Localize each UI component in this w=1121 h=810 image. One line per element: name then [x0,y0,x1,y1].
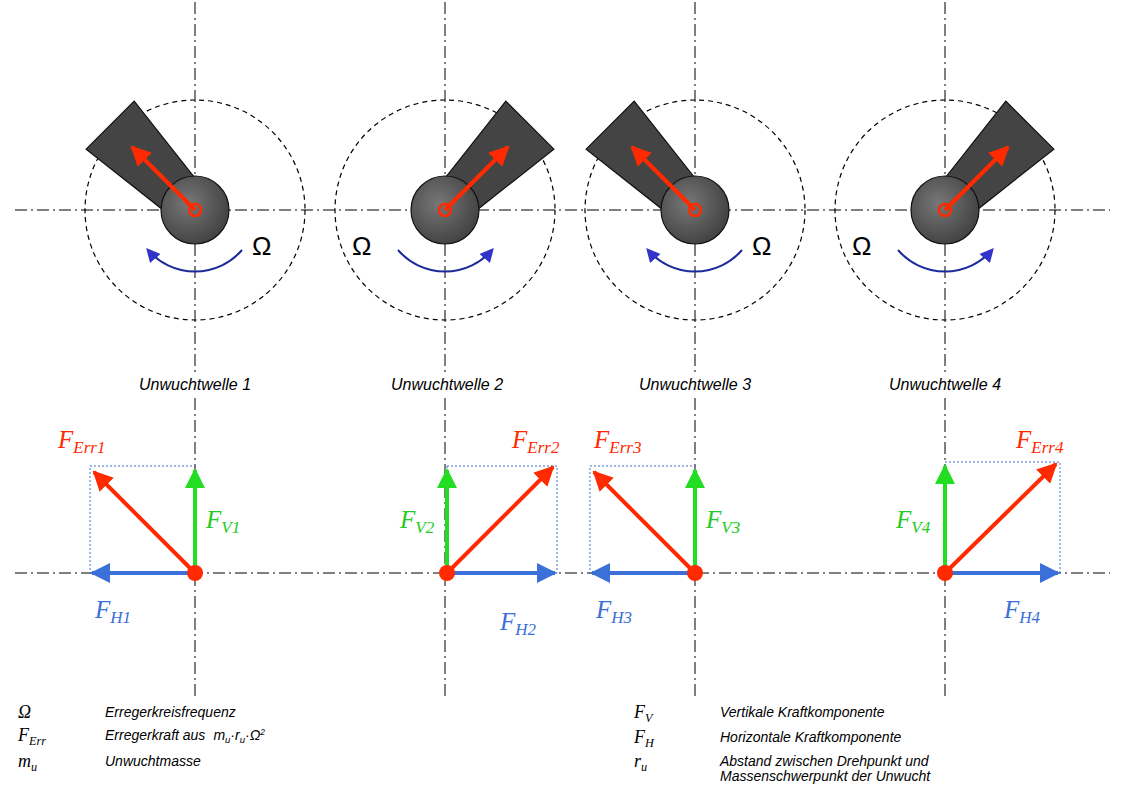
legend-text-group: Abstand zwischen Drehpunkt und Massensch… [720,754,1020,785]
force-label: F [512,426,527,453]
omega-symbol-group: Ω [352,232,371,261]
legend-text: ·Ω [245,727,260,743]
omega-symbol-group: Ω [252,232,271,261]
force-label: F [500,608,515,635]
legend-symbol: Err [29,734,46,748]
legend-symbol-group: FV [634,703,652,725]
force-label: V1 [221,518,240,537]
legend-symbol-group: Ω [18,703,31,723]
legend-symbol: F [18,725,29,745]
force-label: F [95,596,110,623]
shaft-title: Unwuchtwelle 4 [889,376,1001,393]
legend-text: Abstand zwischen Drehpunkt und Massensch… [720,753,930,784]
force-label: H1 [110,608,131,627]
legend-symbol: u [31,760,37,774]
legend-text: u [225,734,230,745]
omega-symbol: Ω [752,231,771,261]
legend-symbol: V [645,711,652,725]
omega-symbol-group: Ω [752,232,771,261]
force-label-group: FV3 [706,506,740,538]
legend-text: ·r [230,727,239,743]
legend-text: Unwuchtmasse [105,753,201,769]
force-label-group: FV4 [896,506,930,538]
force-label: F [1004,596,1019,623]
force-label: F [596,596,611,623]
force-label: F [206,506,221,533]
force-label: H2 [515,620,536,639]
legend-symbol: Ω [18,702,31,722]
legend-symbol: H [645,736,654,750]
shaft-title-group: Unwuchtwelle 1 [136,376,254,394]
legend-text: Erregerkraft aus [105,727,205,743]
force-label: H3 [611,608,632,627]
force-label-group: FH3 [596,596,632,628]
force-label: Err4 [1031,438,1063,457]
force-label: Err3 [609,438,641,457]
legend-text: 2 [260,727,265,737]
force-label: F [58,426,73,453]
shaft-title-group: Unwuchtwelle 3 [636,376,754,394]
force-label: Err1 [73,438,105,457]
legend-text: Vertikale Kraftkomponente [720,704,884,720]
center-lines [15,2,1110,700]
force-label-group: FErr3 [594,426,641,458]
legend-text-group: Vertikale Kraftkomponente [720,705,884,720]
legend-text: m [213,727,225,743]
force-label: Err2 [527,438,559,457]
legend-symbol: u [641,760,647,774]
legend-symbol: F [634,727,645,747]
legend-symbol-group: FH [634,728,654,750]
shaft-title: Unwuchtwelle 3 [639,376,751,393]
force-label-group: FV1 [206,506,240,538]
omega-symbol: Ω [352,231,371,261]
legend-symbol: F [634,702,645,722]
legend-text-group: Horizontale Kraftkomponente [720,730,901,745]
legend-text: Erregerkreisfrequenz [105,704,236,720]
force-label: F [594,426,609,453]
force-label-group: FH1 [95,596,131,628]
shaft-title: Unwuchtwelle 2 [391,376,503,393]
omega-symbol-group: Ω [852,232,871,261]
force-label: F [1016,426,1031,453]
omega-symbol: Ω [252,231,271,261]
shaft-title: Unwuchtwelle 1 [139,376,251,393]
legend-symbol: r [634,751,641,771]
force-diagrams [90,462,1060,581]
force-label-group: FErr1 [58,426,105,458]
legend-text: u [240,734,245,745]
omega-symbol: Ω [852,231,871,261]
rotation-circles [85,100,1055,320]
legend-symbol-group: FErr [18,726,46,748]
legend-text-group: Erregerkreisfrequenz [105,705,236,720]
legend-symbol: m [18,751,31,771]
unbalance-shafts [86,101,1054,271]
shaft-title-group: Unwuchtwelle 2 [388,376,506,394]
force-label-group: FH4 [1004,596,1040,628]
force-label: F [896,506,911,533]
force-label: V4 [911,518,930,537]
force-label: V2 [415,518,434,537]
legend-text-group: Unwuchtmasse [105,754,201,769]
force-label-group: FV2 [400,506,434,538]
force-label: V3 [721,518,740,537]
force-label-group: FErr4 [1016,426,1063,458]
legend-symbol-group: mu [18,752,37,774]
force-label: F [706,506,721,533]
force-label: F [400,506,415,533]
legend-symbol-group: ru [634,752,647,774]
force-label: H4 [1019,608,1040,627]
legend-text: Horizontale Kraftkomponente [720,729,901,745]
legend-text-group: Erregerkraft ausmu·ru·Ω2 [105,728,265,745]
force-label-group: FH2 [500,608,536,640]
force-label-group: FErr2 [512,426,559,458]
shaft-title-group: Unwuchtwelle 4 [886,376,1004,394]
